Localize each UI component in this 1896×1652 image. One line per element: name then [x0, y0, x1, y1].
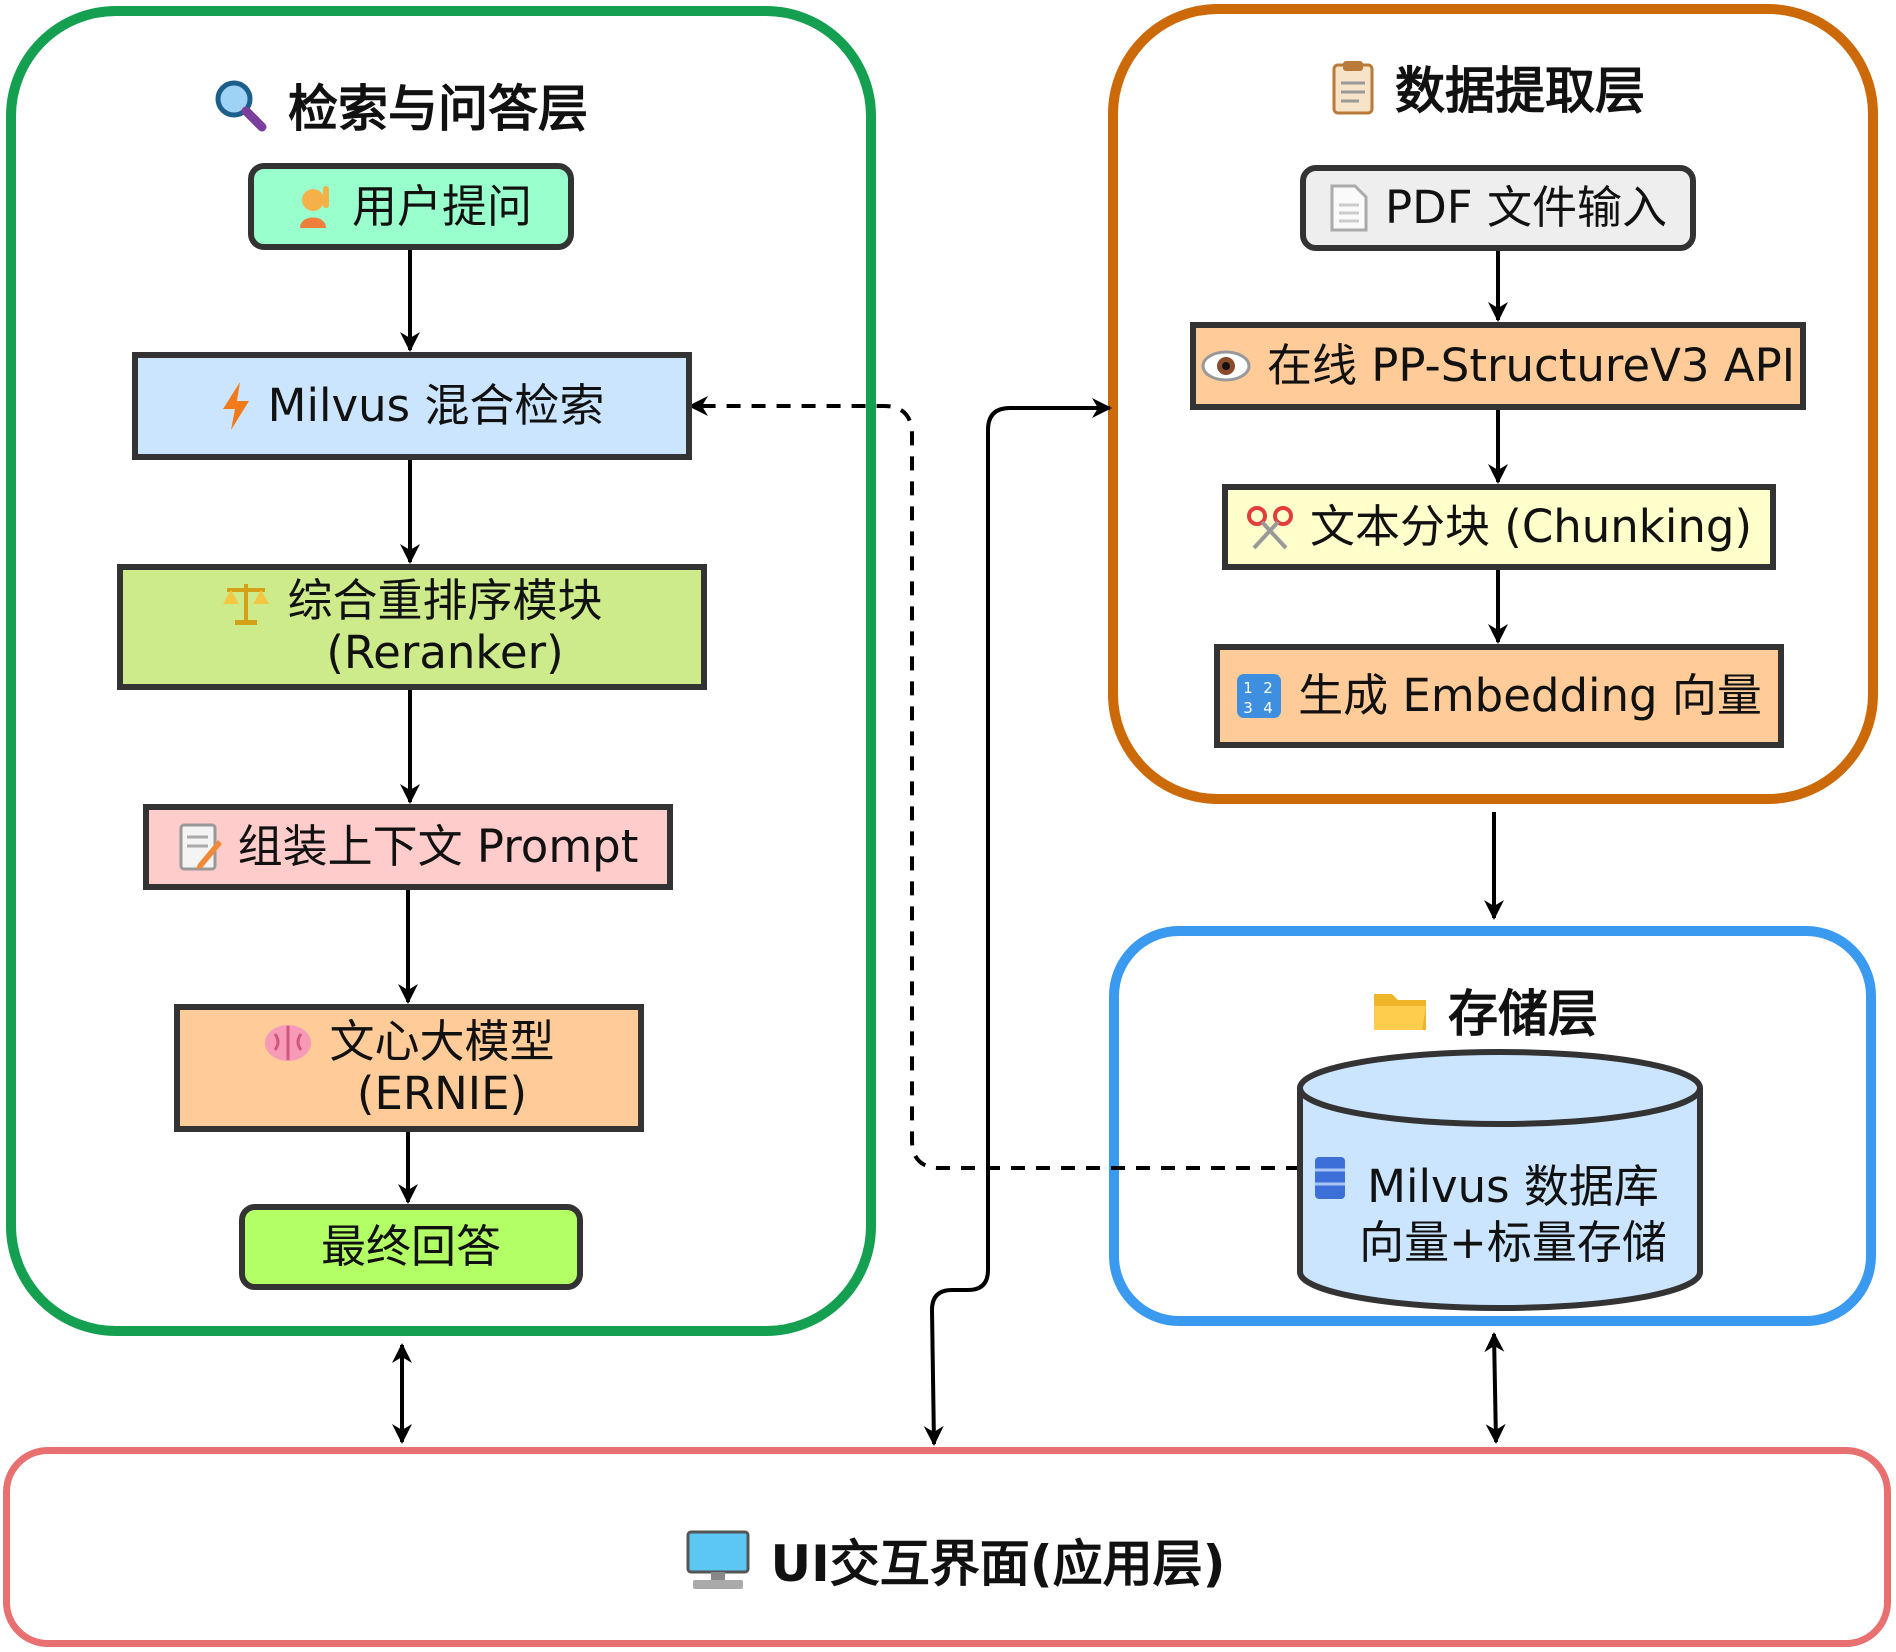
milvus-hybrid-search-node: Milvus 混合检索 — [132, 352, 692, 460]
database-icon — [1313, 1155, 1347, 1201]
ui-application-layer — [3, 1447, 1891, 1647]
milvus-database-node: Milvus 数据库 向量+标量存储 — [1310, 1145, 1670, 1285]
computer-icon — [685, 1529, 751, 1591]
svg-text:2: 2 — [1263, 679, 1273, 697]
milvus-database-label: Milvus 数据库 向量+标量存储 — [1359, 1159, 1667, 1269]
final-answer-node: 最终回答 — [239, 1204, 583, 1290]
final-answer-label: 最终回答 — [320, 1220, 501, 1274]
retrieval-layer-title-text: 检索与问答层 — [288, 80, 588, 138]
lightning-icon — [220, 381, 252, 431]
scissors-icon — [1246, 504, 1294, 550]
ui-layer-title-text: UI交互界面(应用层) — [770, 1535, 1226, 1593]
svg-text:4: 4 — [1263, 699, 1273, 717]
magnifier-icon — [212, 77, 268, 133]
milvus-hybrid-search-label: Milvus 混合检索 — [267, 379, 605, 433]
raising-hand-icon — [290, 184, 336, 230]
svg-text:3: 3 — [1243, 699, 1253, 717]
reranker-label: 综合重排序模块 (Reranker) — [287, 574, 603, 679]
ernie-model-label: 文心大模型 (ERNIE) — [329, 1015, 555, 1120]
pp-structurev3-node: 在线 PP-StructureV3 API — [1190, 322, 1806, 410]
edge-ui-extract-bidirectional — [923, 398, 1112, 1446]
pdf-input-node: PDF 文件输入 — [1300, 165, 1696, 251]
folder-icon — [1372, 986, 1428, 1034]
extraction-layer-title: 数据提取层 — [1318, 52, 1658, 122]
assemble-prompt-label: 组装上下文 Prompt — [237, 820, 639, 874]
retrieval-layer-title: 检索与问答层 — [200, 70, 600, 140]
svg-text:1: 1 — [1243, 679, 1253, 697]
edge-ui-storage-bidirectional — [1484, 1332, 1506, 1444]
chunking-node: 文本分块 (Chunking) — [1222, 484, 1776, 570]
ernie-model-node: 文心大模型 (ERNIE) — [174, 1004, 644, 1132]
document-icon — [1329, 183, 1369, 233]
pdf-input-label: PDF 文件输入 — [1385, 181, 1667, 235]
reranker-node: 综合重排序模块 (Reranker) — [117, 564, 707, 690]
pp-structurev3-label: 在线 PP-StructureV3 API — [1266, 339, 1796, 393]
clipboard-icon — [1331, 59, 1375, 115]
memo-icon — [178, 822, 222, 872]
user-question-label: 用户提问 — [351, 179, 532, 233]
eye-icon — [1201, 349, 1251, 383]
assemble-prompt-node: 组装上下文 Prompt — [143, 804, 673, 890]
chunking-label: 文本分块 (Chunking) — [1309, 500, 1753, 554]
storage-layer-title: 存储层 — [1370, 975, 1600, 1045]
extraction-layer-title-text: 数据提取层 — [1395, 62, 1645, 120]
storage-layer-title-text: 存储层 — [1448, 985, 1598, 1043]
scales-icon — [221, 580, 271, 626]
embedding-label: 生成 Embedding 向量 — [1298, 669, 1762, 723]
user-question-node: 用户提问 — [248, 163, 574, 250]
brain-icon — [263, 1022, 313, 1064]
ui-layer-title: UI交互界面(应用层) — [686, 1520, 1225, 1600]
